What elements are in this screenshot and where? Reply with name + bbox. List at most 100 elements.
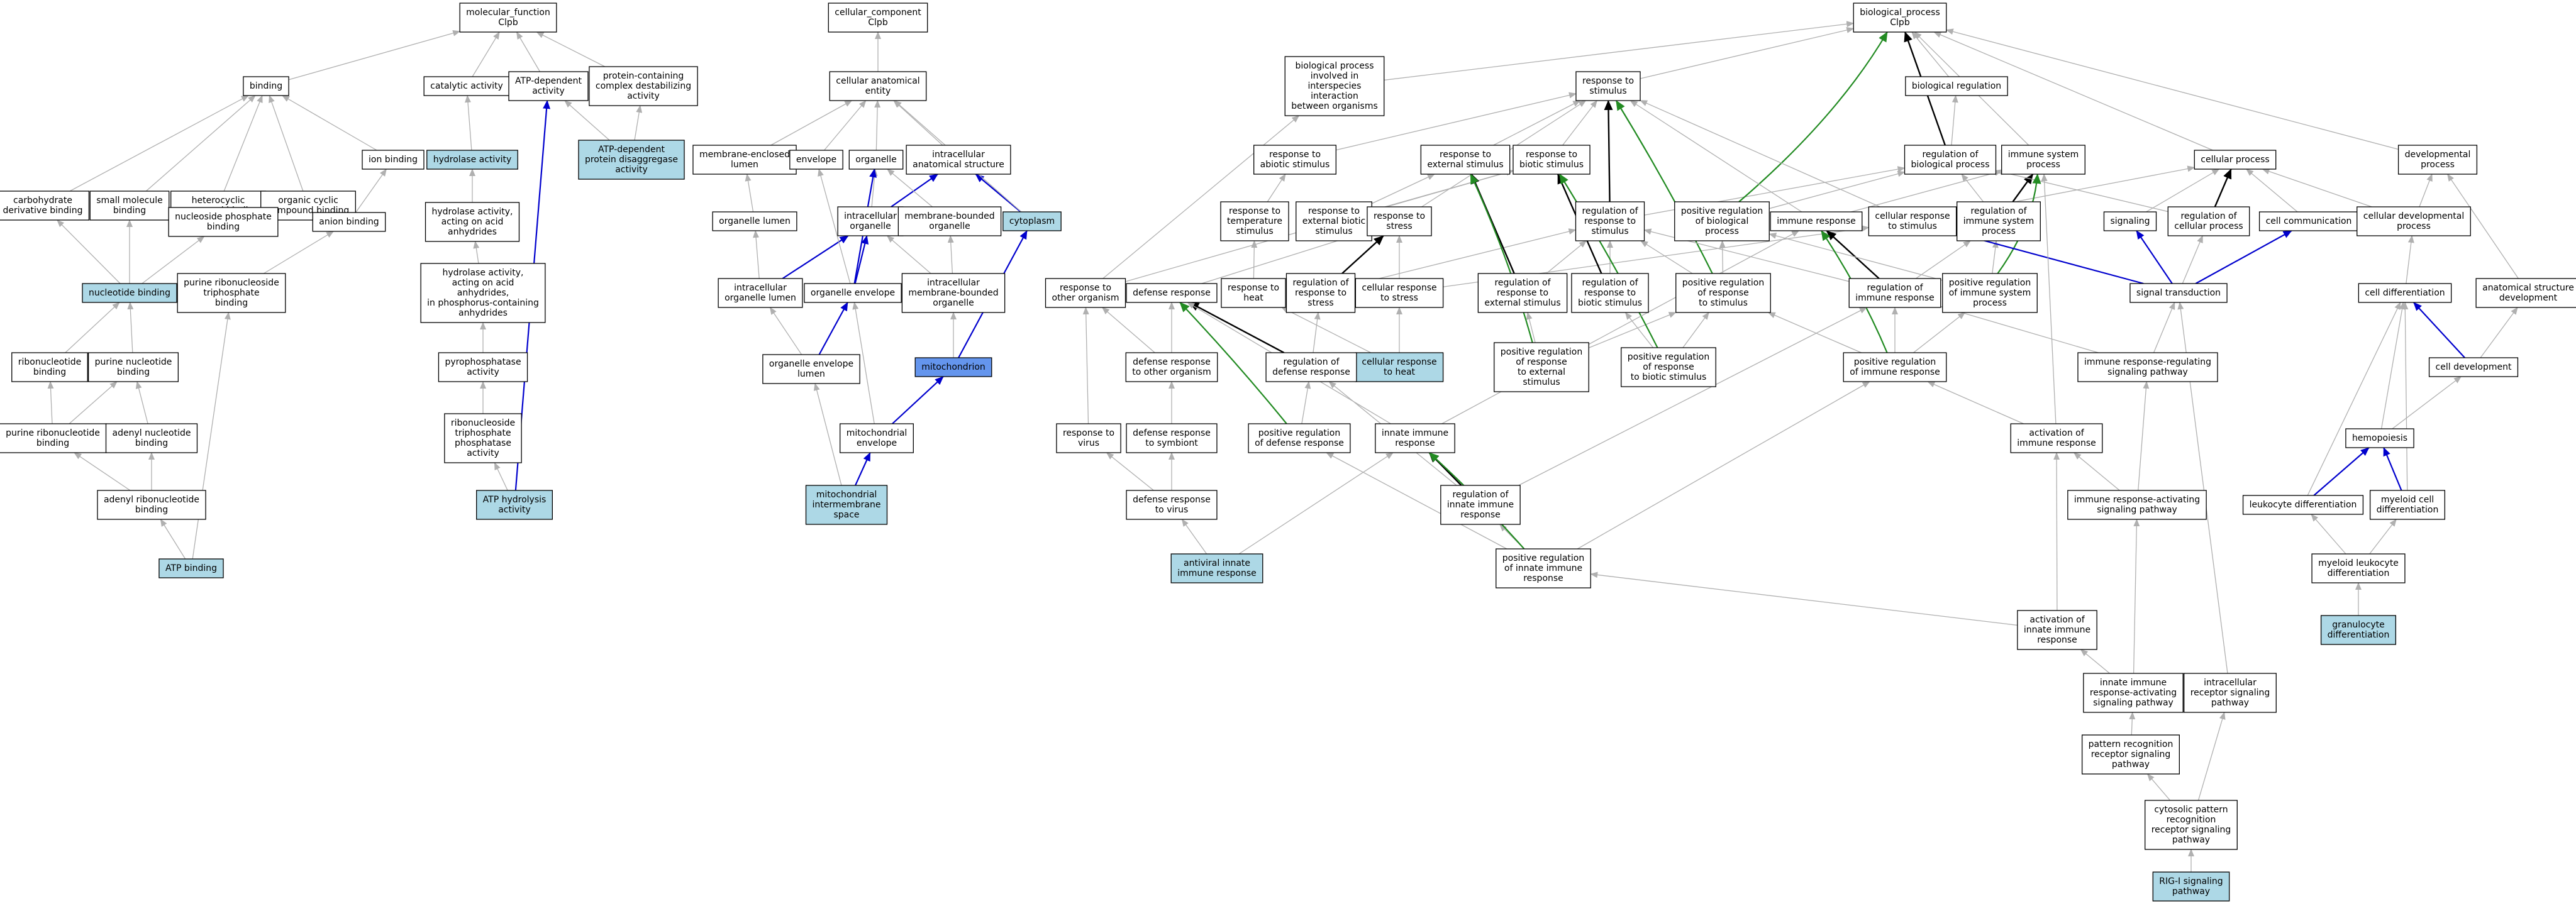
go-term-node[interactable]: cell development [2429,358,2518,377]
go-term-node[interactable]: envelope [790,150,843,169]
go-term-node[interactable]: biological regulation [1906,77,2007,96]
go-term-node[interactable]: organelle envelope [804,284,901,302]
go-term-node[interactable]: mitochondrion [915,358,992,377]
go-term-node[interactable]: signal transduction [2130,284,2227,302]
go-term-node[interactable]: binding [243,77,289,96]
go-term-node[interactable]: hemopoiesis [2346,429,2414,448]
go-term-node[interactable]: organelle [849,150,902,169]
go-term-node[interactable]: leukocyte differentiation [2243,495,2363,514]
go-term-node[interactable]: cytoplasm [1003,212,1061,231]
go-term-node[interactable]: organelle lumen [713,212,797,231]
go-term-node[interactable]: hydrolase activity [427,150,518,169]
go-term-node[interactable]: anion binding [313,213,385,231]
go-term-node[interactable]: defense response [1126,284,1217,302]
go-term-node[interactable]: ATP binding [159,559,223,578]
go-term-node[interactable]: cellular process [2194,150,2275,169]
go-term-node[interactable]: cell communication [2260,212,2358,231]
go-term-node[interactable]: immune response [1770,212,1862,231]
go-term-node[interactable]: catalytic activity [424,77,509,96]
go-term-node[interactable]: cell differentiation [2358,284,2451,302]
go-term-node[interactable]: signaling [2104,212,2156,231]
go-term-node[interactable]: nucleotide binding [82,284,177,302]
